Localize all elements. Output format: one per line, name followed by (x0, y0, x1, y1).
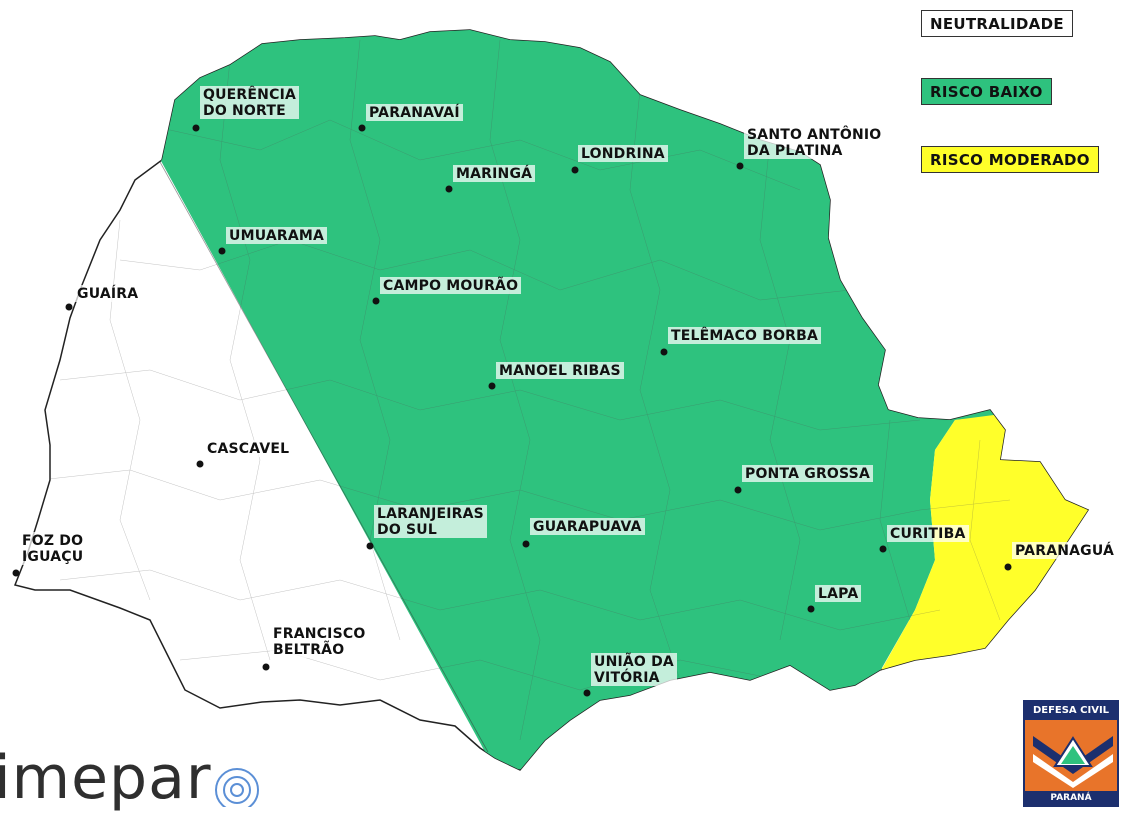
city-label-santo-antonio: SANTO ANTÔNIO DA PLATINA (744, 126, 885, 159)
city-dot-querencia (192, 124, 200, 132)
city-label-campo-mourao: CAMPO MOURÃO (380, 277, 522, 294)
city-label-manoel-ribas: MANOEL RIBAS (496, 362, 624, 379)
legend-risco-moderado: RISCO MODERADO (921, 146, 1099, 173)
risk-boundary-line (159, 161, 489, 753)
city-label-ponta-grossa: PONTA GROSSA (742, 465, 873, 482)
city-dot-telemaco (660, 348, 668, 356)
city-label-lapa: LAPA (815, 585, 862, 602)
city-dot-paranavai (358, 124, 366, 132)
city-dot-umuarama (218, 247, 226, 255)
city-label-londrina: LONDRINA (578, 145, 668, 162)
city-label-paranagua: PARANAGUÁ (1012, 542, 1118, 559)
city-dot-maringa (445, 185, 453, 193)
city-label-paranavai: PARANAVAÍ (366, 104, 463, 121)
city-dot-cascavel (196, 460, 204, 468)
city-dot-lapa (807, 605, 815, 613)
city-dot-curitiba (879, 545, 887, 553)
city-dot-paranagua (1004, 563, 1012, 571)
city-dot-manoel-ribas (488, 382, 496, 390)
city-dot-foz (12, 569, 20, 577)
region-risco-baixo (155, 30, 1010, 770)
city-label-maringa: MARINGÁ (453, 165, 536, 182)
city-label-foz: FOZ DO IGUAÇU (19, 532, 87, 565)
city-dot-guaira (65, 303, 73, 311)
city-label-querencia: QUERÊNCIA DO NORTE (200, 86, 300, 119)
city-label-uniao: UNIÃO DA VITÓRIA (591, 653, 677, 686)
city-dot-uniao (583, 689, 591, 697)
legend-risco-baixo: RISCO BAIXO (921, 78, 1052, 105)
defesa-civil-badge: DEFESA CIVIL PARANÁ (1023, 700, 1119, 807)
city-dot-londrina (571, 166, 579, 174)
city-label-umuarama: UMUARAMA (226, 227, 328, 244)
city-label-francisco: FRANCISCO BELTRÃO (270, 625, 369, 658)
city-label-laranjeiras: LARANJEIRAS DO SUL (374, 505, 487, 538)
city-label-guarapuava: GUARAPUAVA (530, 518, 645, 535)
city-label-curitiba: CURITIBA (887, 525, 969, 542)
city-dot-campo-mourao (372, 297, 380, 305)
municipal-boundaries (39, 39, 1011, 741)
imepar-logo: imepar (0, 743, 212, 813)
defesa-civil-emblem-icon (1033, 736, 1113, 788)
signal-waves-icon (215, 768, 259, 807)
city-label-telemaco: TELÊMACO BORBA (668, 327, 822, 344)
city-dot-ponta-grossa (734, 486, 742, 494)
city-dot-santo-antonio (736, 162, 744, 170)
city-dot-francisco (262, 663, 270, 671)
badge-subtitle: PARANÁ (1025, 791, 1117, 805)
badge-title: DEFESA CIVIL (1025, 702, 1117, 720)
legend-neutralidade: NEUTRALIDADE (921, 10, 1073, 37)
city-label-cascavel: CASCAVEL (204, 440, 293, 457)
city-dot-guarapuava (522, 540, 530, 548)
city-dot-laranjeiras (366, 542, 374, 550)
city-label-guaira: GUAÍRA (74, 285, 142, 302)
